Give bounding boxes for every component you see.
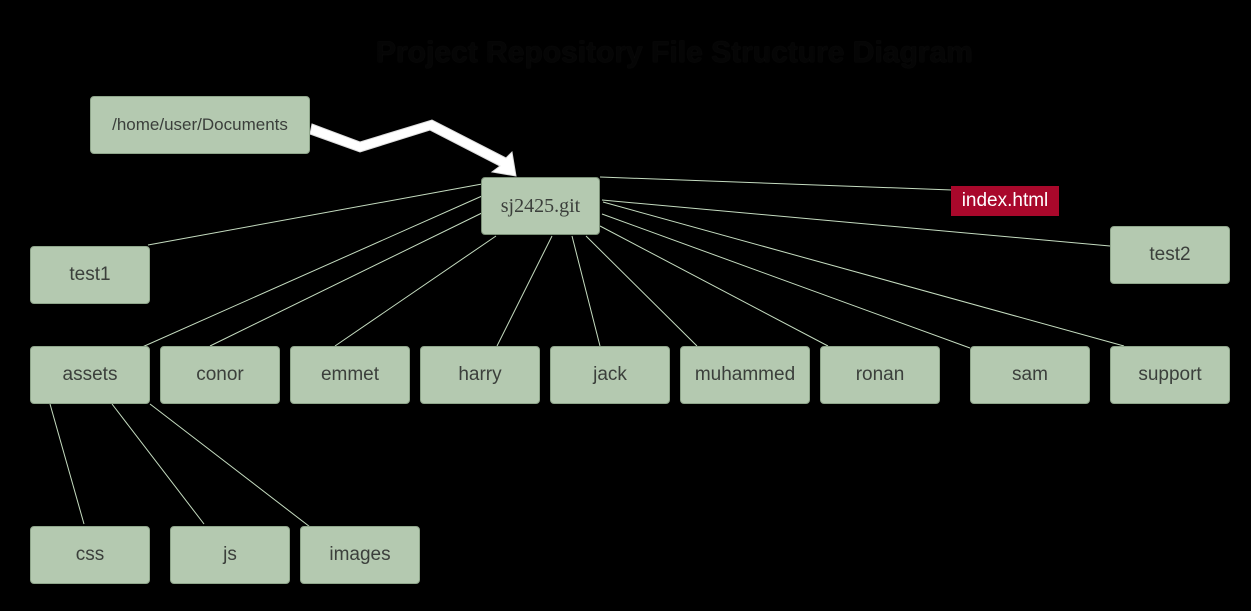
node-conor[interactable]: conor xyxy=(160,346,280,404)
node-test1[interactable]: test1 xyxy=(30,246,150,304)
file-index-html[interactable]: index.html xyxy=(951,186,1059,216)
path-arrow xyxy=(309,119,517,177)
link-muhammed xyxy=(585,235,698,347)
node-images[interactable]: images xyxy=(300,526,420,584)
node-support[interactable]: support xyxy=(1110,346,1230,404)
link-support xyxy=(602,201,1125,347)
link-test2 xyxy=(601,199,1111,247)
link-index xyxy=(599,176,953,191)
link-conor xyxy=(209,209,489,347)
link-js xyxy=(111,403,205,525)
source-path-node[interactable]: /home/user/Documents xyxy=(90,96,310,154)
node-sam[interactable]: sam xyxy=(970,346,1090,404)
root-repo-node[interactable]: sj2425.git xyxy=(481,177,600,235)
link-harry xyxy=(496,235,553,347)
node-harry[interactable]: harry xyxy=(420,346,540,404)
node-jack[interactable]: jack xyxy=(550,346,670,404)
node-test2[interactable]: test2 xyxy=(1110,226,1230,284)
link-jack xyxy=(571,235,601,347)
link-emmet xyxy=(334,235,497,347)
node-assets[interactable]: assets xyxy=(30,346,150,404)
link-images xyxy=(149,403,315,531)
node-emmet[interactable]: emmet xyxy=(290,346,410,404)
link-css xyxy=(49,403,85,525)
link-assets xyxy=(139,195,483,349)
node-css[interactable]: css xyxy=(30,526,150,584)
link-sam xyxy=(601,213,971,349)
link-ronan xyxy=(599,225,829,347)
link-test1 xyxy=(147,183,483,246)
node-muhammed[interactable]: muhammed xyxy=(680,346,810,404)
diagram-title: Project Repository File Structure Diagra… xyxy=(376,36,973,69)
node-ronan[interactable]: ronan xyxy=(820,346,940,404)
node-js[interactable]: js xyxy=(170,526,290,584)
